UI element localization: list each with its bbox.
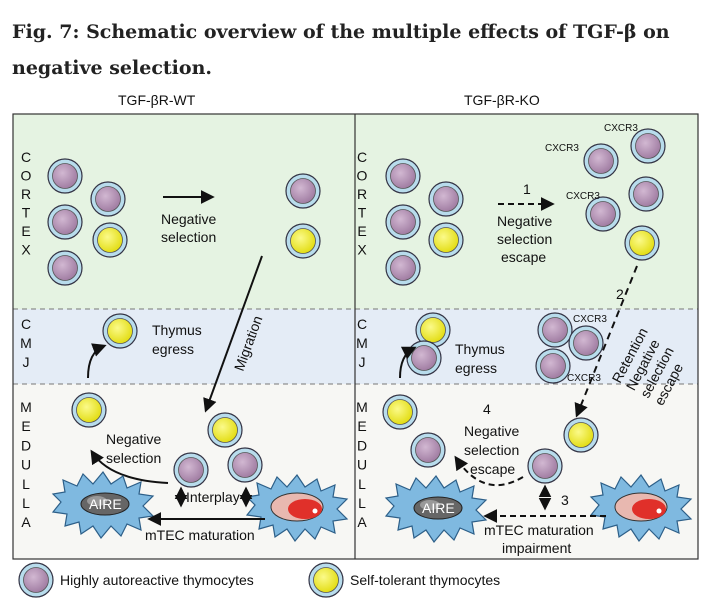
- ko-medulla-letter: U: [357, 457, 367, 473]
- wt-cortex-letter: R: [21, 186, 31, 202]
- ko-cortex-letter: E: [357, 223, 366, 239]
- ko-cxcr3-label-3: CXCR3: [566, 191, 600, 202]
- ko-cortex-letter: T: [358, 205, 367, 221]
- ko-cxcr3-label-5: CXCR3: [567, 373, 601, 384]
- wt-negative-selection-label-2: selection: [161, 229, 216, 245]
- ko-medulla-letter: L: [358, 495, 366, 511]
- ko-egress-arrow: [399, 346, 417, 379]
- ko-mtec-label-2: impairment: [502, 540, 571, 556]
- legend-self-tolerant-label: Self-tolerant thymocytes: [350, 572, 500, 588]
- ko-cortex-letter: C: [357, 149, 367, 165]
- ko-medulla-letter: M: [356, 399, 368, 415]
- ko-medulla-letter: D: [357, 437, 367, 453]
- wt-mtec-maturation-label: mTEC maturation: [145, 527, 255, 543]
- ko-mtec-aire-cell: [385, 475, 487, 543]
- wt-cortex-letter: T: [22, 205, 31, 221]
- wt-cmj-letter: C: [21, 316, 31, 332]
- ko-thymus-egress-1: Thymus: [455, 341, 505, 357]
- ko-step-2: 2: [616, 286, 624, 302]
- wt-thymus-egress-2: egress: [152, 341, 194, 357]
- legend-autoreactive-cell: [18, 562, 54, 598]
- wt-medulla-letter: M: [20, 399, 32, 415]
- ko-medulla-letter: A: [357, 514, 367, 530]
- wt-panel-title: TGF-βR-WT: [118, 92, 196, 108]
- ko-cortex-letter: R: [357, 186, 367, 202]
- legend-autoreactive-label: Highly autoreactive thymocytes: [60, 572, 254, 588]
- wt-cortex-letter: E: [21, 223, 30, 239]
- wt-mtec-cell: [246, 474, 348, 542]
- ko-escape-label-1: Negative: [497, 213, 552, 229]
- ko-cmj-letter: M: [356, 335, 368, 351]
- wt-aire-label: AIRE: [89, 496, 122, 512]
- wt-egress-cell: [102, 313, 138, 349]
- ko-cmj-letter: J: [359, 354, 366, 370]
- ko-step-4: 4: [483, 401, 491, 417]
- ko-cmj-letter: C: [357, 316, 367, 332]
- ko-cxcr3-label-1: CXCR3: [604, 123, 638, 134]
- wt-medulla-negative-1: Negative: [106, 431, 161, 447]
- ko-cortex-letter: O: [357, 168, 368, 184]
- legend-self-tolerant-cell: [308, 562, 344, 598]
- wt-cortex-letter: X: [21, 242, 31, 258]
- ko-step-3: 3: [561, 492, 569, 508]
- wt-cmj-letter: J: [23, 354, 30, 370]
- ko-medulla-escape-2: selection: [464, 442, 519, 458]
- wt-mtec-aire-cell: [52, 471, 154, 539]
- ko-cxcr3-label-4: CXCR3: [573, 314, 607, 325]
- ko-migration-dashed-arrow: [574, 265, 638, 418]
- figure-caption: Fig. 7: Schematic overview of the multip…: [12, 21, 670, 79]
- ko-thymus-egress-2: egress: [455, 360, 497, 376]
- wt-cmj-letter: M: [20, 335, 32, 351]
- ko-cortex-letter: X: [357, 242, 367, 258]
- wt-medulla-letter: D: [21, 437, 31, 453]
- ko-medulla-letter: L: [358, 476, 366, 492]
- ko-panel-title: TGF-βR-KO: [464, 92, 540, 108]
- ko-aire-label: AIRE: [422, 500, 455, 516]
- ko-step-1: 1: [523, 181, 531, 197]
- wt-medulla-letter: L: [22, 476, 30, 492]
- ko-cxcr3-label-2: CXCR3: [545, 143, 579, 154]
- ko-escape-label-3: escape: [501, 249, 546, 265]
- ko-escape-label-2: selection: [497, 231, 552, 247]
- wt-medulla-letter: A: [21, 514, 31, 530]
- wt-medulla-letter: U: [21, 457, 31, 473]
- wt-cortex-letter: C: [21, 149, 31, 165]
- wt-negative-selection-label-1: Negative: [161, 211, 216, 227]
- wt-egress-arrow: [87, 343, 107, 379]
- wt-medulla-negative-2: selection: [106, 450, 161, 466]
- wt-medulla-letter: L: [22, 495, 30, 511]
- ko-mtec-cell: [590, 474, 692, 542]
- wt-thymus-egress-1: Thymus: [152, 322, 202, 338]
- wt-interplay-label: Interplay: [186, 489, 240, 505]
- wt-medulla-letter: E: [21, 418, 30, 434]
- ko-medulla-escape-1: Negative: [464, 423, 519, 439]
- wt-cortex-letter: O: [21, 168, 32, 184]
- wt-medulla-negative-arrow: [90, 449, 169, 484]
- ko-medulla-letter: E: [357, 418, 366, 434]
- ko-mtec-label-1: mTEC maturation: [484, 522, 594, 538]
- ko-medulla-escape-3: escape: [470, 461, 515, 477]
- wt-migration-arrow: [203, 255, 263, 413]
